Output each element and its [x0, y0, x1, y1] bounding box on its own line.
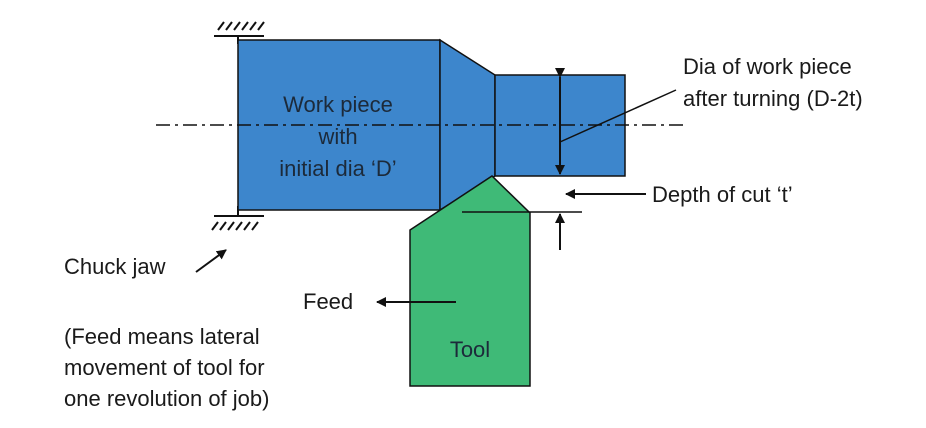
chuck-jaw-label: Chuck jaw [64, 254, 166, 279]
dia-after-label-line1: Dia of work piece [683, 54, 852, 79]
chuck-jaw-bottom [211, 206, 264, 231]
feed-note-line3: one revolution of job) [64, 386, 269, 411]
chuck-jaw-top [214, 21, 265, 44]
feed-note-line2: movement of tool for [64, 355, 265, 380]
feed-label: Feed [303, 289, 353, 314]
feed-note-line1: (Feed means lateral [64, 324, 260, 349]
workpiece-label-line3: initial dia ‘D’ [279, 156, 396, 181]
tool [409, 175, 531, 387]
dia-leader-line [559, 89, 677, 143]
chuck-jaw-arrow [195, 249, 227, 273]
tool-label: Tool [450, 337, 490, 362]
dia-after-label-line2: after turning (D-2t) [683, 86, 863, 111]
depth-of-cut-label: Depth of cut ‘t’ [652, 182, 793, 207]
workpiece-label-line2: with [317, 124, 357, 149]
workpiece-label-line1: Work piece [283, 92, 393, 117]
